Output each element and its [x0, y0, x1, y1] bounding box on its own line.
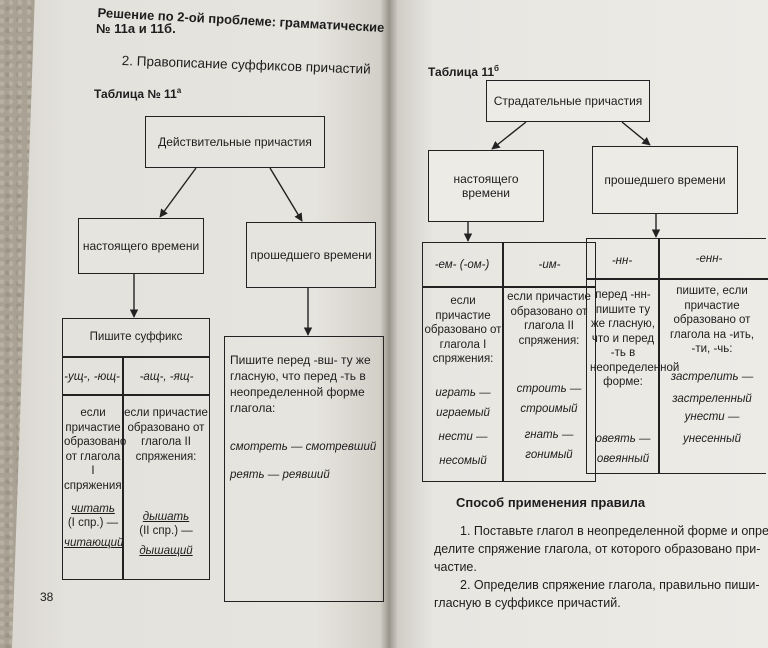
- active-past-box: прошедшего времени: [246, 222, 376, 288]
- col2-example-verb: дышать: [142, 511, 190, 523]
- col1-example-participle: читающий: [64, 537, 124, 549]
- c3-rule-text: перед -нн- пишите ту же гласную, что и п…: [590, 289, 680, 388]
- col1-example-conj: (I спр.) —: [67, 517, 119, 529]
- c1-example-4: несомый: [439, 455, 487, 467]
- section-title: 2. Правописание суффиксов причастий: [121, 53, 371, 77]
- past-example-2: реять — реявший: [230, 469, 330, 481]
- page-number: 38: [40, 590, 54, 604]
- c2-example-4: гонимый: [525, 449, 573, 461]
- passive-past-box: прошедшего времени: [592, 146, 738, 214]
- column-divider: [658, 238, 660, 474]
- right-page: Таблица 11б Страдательные причастия наст…: [388, 0, 768, 648]
- past-rule-text: Пишите перед -вш- ту же гласную, что пер…: [230, 353, 371, 415]
- c3-example-1: овеять —: [595, 433, 651, 445]
- passive-participles-box: Страдательные причастия: [486, 80, 650, 122]
- write-suffix-label: Пишите суффикс: [89, 331, 183, 343]
- col1-example-verb: читать: [71, 503, 115, 515]
- table-divider: [586, 278, 768, 280]
- col2-example-conj: (II спр.) —: [139, 525, 193, 537]
- method-step2-line2: гласную в суффиксе причастий.: [434, 596, 621, 610]
- c4-example-2: застреленный: [672, 393, 752, 405]
- c2-example-3: гнать —: [524, 429, 574, 441]
- suffix-nn: -нн-: [611, 255, 633, 267]
- method-step1-line1: 1. Поставьте глагол в неопределенной фор…: [460, 524, 768, 538]
- passive-past-table: [586, 238, 766, 474]
- active-participles-box: Действительные причастия: [145, 116, 325, 168]
- method-step1-line2: делите спряжение глагола, от которого об…: [434, 542, 761, 556]
- table-divider: [422, 286, 596, 288]
- suffix-enn: -енн-: [695, 253, 723, 265]
- c1-example-1: играть —: [435, 387, 491, 399]
- c4-example-1: застрелить —: [670, 371, 754, 383]
- c4-rule-text: пишите, если причастие образовано от гла…: [669, 285, 755, 355]
- column-divider: [122, 356, 124, 580]
- table-11a-label: Таблица № 11а: [94, 86, 182, 101]
- passive-present-box: настоящего времени: [428, 150, 544, 222]
- active-past-table: [224, 336, 384, 602]
- c1-example-3: нести —: [438, 431, 488, 443]
- c2-rule-text: если причастие образовано от глагола II …: [507, 291, 591, 347]
- table-divider: [62, 394, 210, 396]
- c2-example-1: строить —: [516, 383, 582, 395]
- suffix-ush-yush: -ущ-, -ющ-: [64, 371, 120, 383]
- method-step1-line3: частие.: [434, 560, 477, 574]
- past-example-1: смотреть — смотревший: [230, 441, 377, 453]
- suffix-ash-yash: -ащ-, -ящ-: [139, 371, 194, 383]
- c4-example-4: унесенный: [682, 433, 741, 445]
- method-title: Способ применения правила: [456, 495, 646, 510]
- col1-rule-text: если причастие образовано от глагола I с…: [64, 407, 127, 492]
- suffix-im: -им-: [538, 259, 561, 271]
- left-page: Решение по 2-ой проблеме: грамматические…: [12, 0, 390, 648]
- active-present-table: [62, 318, 210, 580]
- c4-example-3: унести —: [684, 411, 740, 423]
- col2-example-participle: дышащий: [139, 545, 193, 557]
- c3-example-2: овеянный: [596, 453, 650, 465]
- table-divider: [62, 356, 210, 358]
- suffix-em-om: -ем- (-ом-): [434, 259, 490, 271]
- book-gutter: [380, 0, 398, 648]
- c2-example-2: строимый: [520, 403, 578, 415]
- column-divider: [502, 242, 504, 482]
- table-11b-label: Таблица 11б: [428, 64, 499, 79]
- c1-rule-text: если причастие образовано от глагола I с…: [424, 295, 502, 365]
- c1-example-2: играемый: [436, 407, 490, 419]
- col2-rule-text: если причастие образовано от глагола II …: [124, 407, 208, 463]
- active-present-box: настоящего времени: [78, 218, 204, 274]
- left-header-line2: № 11а и 11б.: [96, 21, 176, 36]
- passive-present-table: [422, 242, 596, 482]
- method-step2-line1: 2. Определив спряжение глагола, правильн…: [460, 578, 760, 592]
